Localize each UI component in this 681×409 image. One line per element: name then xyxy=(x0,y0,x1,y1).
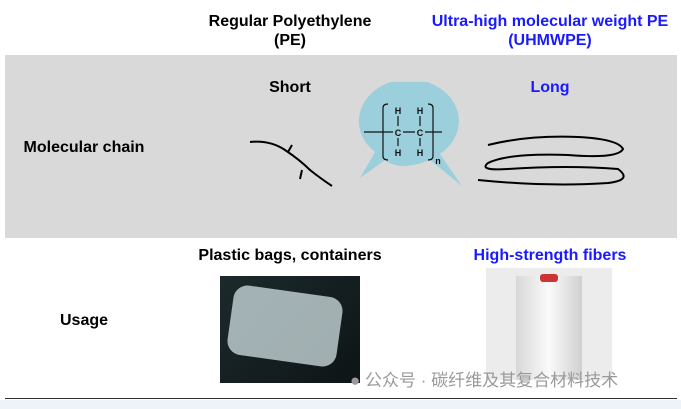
watermark: ● 公众号 · 碳纤维及其复合材料技术 xyxy=(350,366,618,391)
table-bottom-border xyxy=(5,398,677,399)
formula-h: H xyxy=(395,106,402,116)
formula-c: C xyxy=(395,128,402,138)
header-pe-line1: Regular Polyethylene xyxy=(208,13,372,30)
plastic-bags-photo xyxy=(220,276,360,383)
row-label-molecular-chain: Molecular chain xyxy=(23,139,145,156)
formula-c: C xyxy=(417,128,424,138)
formula-h: H xyxy=(417,148,424,158)
molecular-chain-row-background xyxy=(5,55,677,238)
pe-chain-length: Short xyxy=(269,79,311,96)
formula-n: n xyxy=(435,156,441,166)
uhmwpe-chain-length: Long xyxy=(530,79,570,96)
bottom-strip xyxy=(0,400,681,409)
wechat-icon: ● xyxy=(350,371,361,390)
header-uhmwpe-line1: Ultra-high molecular weight PE xyxy=(431,13,669,30)
formula-h: H xyxy=(395,148,402,158)
uhmwpe-usage: High-strength fibers xyxy=(473,247,627,264)
short-chain-icon xyxy=(249,140,333,187)
fiber-spool-photo xyxy=(486,268,612,380)
watermark-text: 公众号 · 碳纤维及其复合材料技术 xyxy=(365,371,619,390)
header-pe: Regular Polyethylene (PE) xyxy=(180,12,400,50)
header-pe-line2: (PE) xyxy=(274,32,306,49)
ethylene-formula-bubble: H H C C H H n xyxy=(358,82,462,186)
formula-h: H xyxy=(417,106,424,116)
row-label-usage: Usage xyxy=(59,312,109,329)
pe-usage: Plastic bags, containers xyxy=(198,247,382,264)
long-chain-icon xyxy=(477,135,625,186)
header-uhmwpe-line2: (UHMWPE) xyxy=(508,32,592,49)
header-uhmwpe: Ultra-high molecular weight PE (UHMWPE) xyxy=(420,12,680,50)
